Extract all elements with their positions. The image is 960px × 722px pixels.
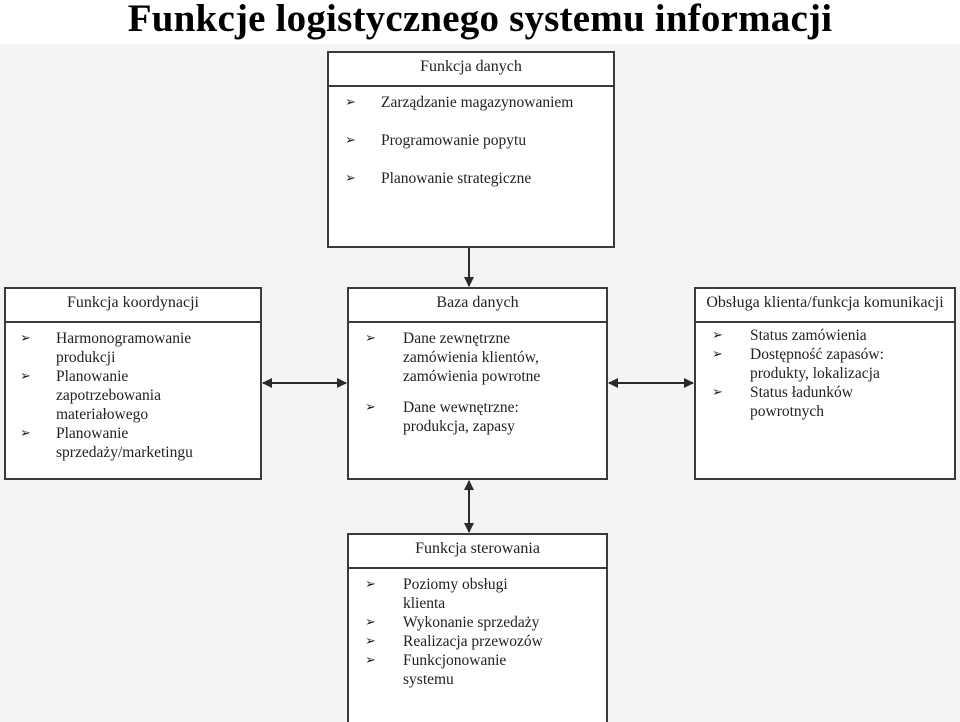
coordination-function-box: Funkcja koordynacji ➢Harmonogramowanie p… [4, 287, 262, 480]
control-function-list: ➢Poziomy obsługi klienta ➢Wykonanie sprz… [349, 569, 606, 689]
arrowhead-bullet-icon: ➢ [712, 385, 723, 400]
data-function-title: Funkcja danych [329, 53, 613, 87]
database-box: Baza danych ➢Dane zewnętrzne zamówienia … [347, 287, 608, 480]
control-function-box: Funkcja sterowania ➢Poziomy obsługi klie… [347, 533, 608, 722]
list-item: ➢Dostępność zapasów: produkty, lokalizac… [712, 346, 884, 382]
arrowhead-bullet-icon: ➢ [712, 328, 723, 343]
arrowhead-bullet-icon: ➢ [20, 369, 31, 384]
list-item: ➢Funkcjonowanie systemu [365, 652, 507, 688]
list-item: ➢Dane zewnętrzne zamówienia klientów, za… [365, 330, 541, 385]
list-item: ➢Zarządzanie magazynowaniem [345, 94, 574, 111]
list-item: ➢Dane wewnętrzne: produkcja, zapasy [365, 399, 519, 435]
list-item: ➢Planowanie zapotrzebowania materiałoweg… [20, 368, 161, 423]
arrowhead-bullet-icon: ➢ [365, 653, 376, 668]
customer-service-title: Obsługa klienta/funkcja komunikacji [696, 289, 954, 323]
arrowhead-bullet-icon: ➢ [365, 634, 376, 649]
coordination-function-list: ➢Harmonogramowanie produkcji ➢Planowanie… [6, 323, 260, 462]
arrowhead-bullet-icon: ➢ [365, 331, 376, 346]
list-item: ➢Realizacja przewozów [365, 633, 543, 650]
customer-service-list: ➢Status zamówienia ➢Dostępność zapasów: … [696, 323, 954, 421]
arrowhead-bullet-icon: ➢ [712, 347, 723, 362]
list-item: ➢Harmonogramowanie produkcji [20, 330, 192, 366]
page-title: Funkcje logistycznego systemu informacji [127, 0, 833, 40]
arrowhead-bullet-icon: ➢ [345, 171, 356, 186]
list-item: ➢Planowanie strategiczne [345, 170, 532, 187]
logistics-information-diagram: Funkcja danych ➢Zarządzanie magazynowani… [0, 44, 960, 722]
data-function-box: Funkcja danych ➢Zarządzanie magazynowani… [327, 51, 615, 248]
arrowhead-bullet-icon: ➢ [365, 577, 376, 592]
database-list: ➢Dane zewnętrzne zamówienia klientów, za… [349, 323, 606, 436]
list-item: ➢Wykonanie sprzedaży [365, 614, 540, 631]
list-item: ➢Poziomy obsługi klienta [365, 576, 508, 612]
customer-service-box: Obsługa klienta/funkcja komunikacji ➢Sta… [694, 287, 956, 480]
database-title: Baza danych [349, 289, 606, 323]
data-function-list: ➢Zarządzanie magazynowaniem ➢Programowan… [329, 87, 613, 188]
arrowhead-bullet-icon: ➢ [20, 426, 31, 441]
arrowhead-bullet-icon: ➢ [365, 400, 376, 415]
list-item: ➢Status ładunków powrotnych [712, 384, 853, 420]
list-item: ➢Status zamówienia [712, 327, 867, 344]
arrowhead-bullet-icon: ➢ [345, 95, 356, 110]
connectors [262, 248, 694, 533]
list-item: ➢Planowanie sprzedaży/marketingu [20, 425, 193, 461]
arrowhead-bullet-icon: ➢ [345, 133, 356, 148]
control-function-title: Funkcja sterowania [349, 535, 606, 569]
coordination-function-title: Funkcja koordynacji [6, 289, 260, 323]
arrowhead-bullet-icon: ➢ [365, 615, 376, 630]
list-item: ➢Programowanie popytu [345, 132, 527, 149]
arrowhead-bullet-icon: ➢ [20, 331, 31, 346]
